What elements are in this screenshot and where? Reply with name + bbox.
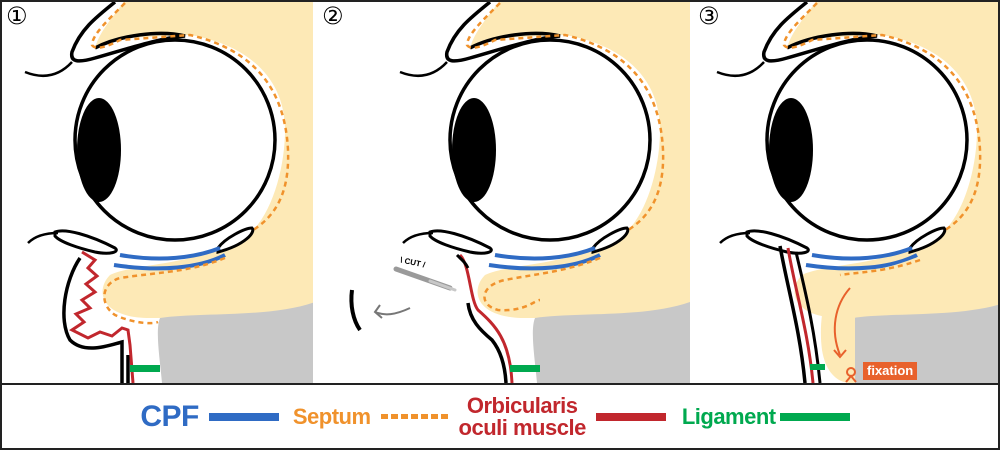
legend-item-cpf: CPF bbox=[140, 400, 289, 434]
legend-label-septum: Septum bbox=[292, 403, 371, 429]
skin-line bbox=[62, 257, 130, 383]
suture-knot-icon bbox=[845, 367, 857, 383]
panel-2 bbox=[349, 0, 690, 383]
curved-arrow-icon bbox=[373, 304, 411, 319]
panel-1 bbox=[23, 0, 314, 383]
ligament-mark bbox=[130, 365, 160, 372]
orbicularis-line bbox=[69, 250, 135, 383]
panel-number-2: ② bbox=[322, 2, 344, 30]
legend-swatch-orbicularis bbox=[595, 412, 666, 421]
legend: CPF Septum Orbicularis oculi muscle Liga… bbox=[0, 385, 1000, 448]
legend-swatch-septum bbox=[380, 414, 449, 419]
excised-tissue bbox=[349, 289, 362, 332]
legend-swatch-cpf bbox=[208, 412, 279, 421]
panel-number-3: ③ bbox=[698, 2, 720, 30]
legend-label-ligament: Ligament bbox=[681, 403, 776, 429]
legend-item-ligament: Ligament bbox=[682, 404, 860, 430]
legend-item-orbicularis: Orbicularis oculi muscle bbox=[458, 392, 676, 440]
legend-label-orbicularis-line1: Orbicularis bbox=[466, 392, 578, 418]
curved-arrow-down-icon bbox=[833, 287, 851, 359]
legend-item-septum: Septum bbox=[293, 404, 459, 430]
legend-swatch-ligament bbox=[779, 412, 850, 421]
legend-label-cpf: CPF bbox=[140, 399, 199, 433]
fixation-label: fixation bbox=[863, 362, 918, 380]
panel-3 bbox=[715, 0, 998, 383]
legend-label-orbicularis: Orbicularis oculi muscle bbox=[458, 392, 587, 440]
panel-number-1: ① bbox=[6, 2, 28, 30]
legend-label-orbicularis-line2: oculi muscle bbox=[458, 414, 587, 440]
